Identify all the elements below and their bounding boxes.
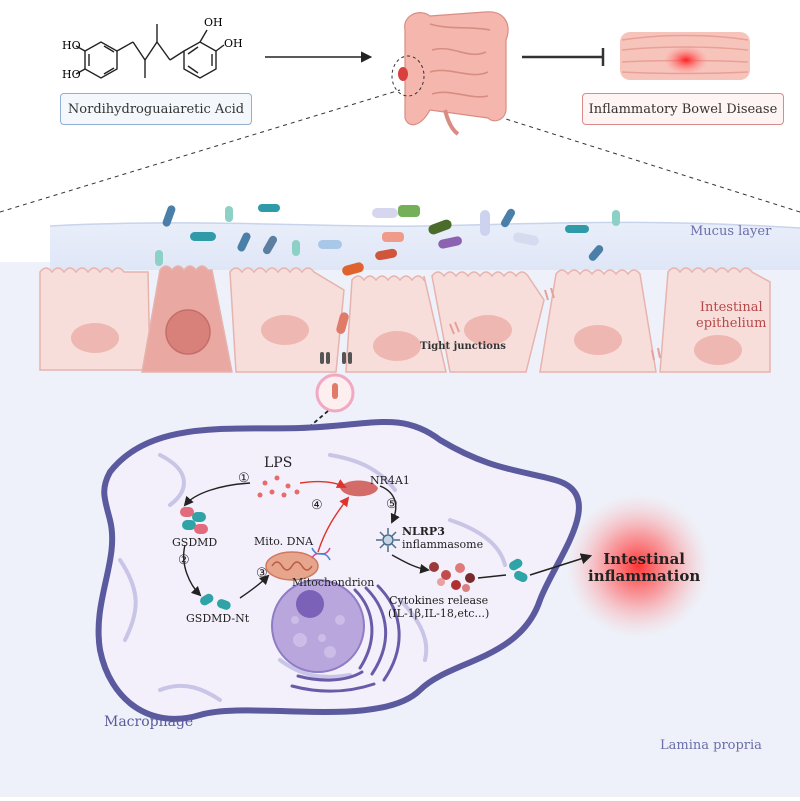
epithelial-cell: [659, 267, 771, 373]
epithelial-cell: [539, 269, 657, 373]
compound-label-box: Nordihydroguaiaretic Acid: [60, 93, 252, 125]
lps-label: LPS: [264, 455, 293, 471]
epithelium-label: Intestinal epithelium: [696, 300, 767, 331]
epithelial-cell: [345, 275, 447, 373]
cytokine-particles: [429, 562, 475, 592]
nr4a1-protein: [340, 480, 378, 497]
mito-dna-helix: [311, 547, 331, 561]
bacterium-zoom: [332, 383, 338, 399]
cytoskeleton: [118, 453, 507, 702]
epithelial-cell: [39, 267, 151, 371]
gsdmd-pore: [509, 558, 528, 583]
step-5-label: ⑤: [386, 497, 398, 512]
epithelial-cell: [431, 271, 545, 373]
macrophage-cell: [95, 418, 582, 722]
step-2-label: ②: [178, 553, 190, 568]
nlrp3-label: NLRP3 inflammasome: [402, 525, 484, 551]
gsdmd-nt-label: GSDMD-Nt: [186, 612, 250, 625]
nr4a1-label: NR4A1: [370, 474, 410, 487]
hydroxyl-label: HO: [62, 68, 81, 81]
bacteria: [155, 204, 620, 334]
infected-epithelial-cell: [141, 265, 233, 373]
mito-dna-label: Mito. DNA: [254, 535, 314, 548]
intestinal-inflammation-label: Intestinal inflammation: [588, 550, 701, 585]
colon-icon: [391, 11, 509, 136]
mucus-layer-label: Mucus layer: [690, 224, 772, 239]
gsdmd-protein: [180, 507, 208, 534]
mitochondrion-label: Mitochondrion: [292, 576, 375, 589]
zoom-line-left: [0, 89, 401, 213]
tight-junctions-marks: [449, 287, 661, 361]
gsdmd-nt-protein: [200, 593, 231, 610]
epithelial-cell: [229, 267, 345, 373]
hydroxyl-label: HO: [62, 39, 81, 52]
zoom-top-fill: [0, 90, 800, 262]
pathway-arrows: [183, 479, 507, 599]
inflammation-glow: [566, 494, 710, 638]
macrophage-label: Macrophage: [104, 714, 194, 730]
epithelium: [39, 265, 771, 373]
inflamed-intestine-icon: [620, 32, 750, 80]
mucus-layer: [50, 222, 800, 270]
step-3-label: ③: [256, 566, 268, 581]
gsdmd-label: GSDMD: [172, 536, 218, 549]
disease-label-box: Inflammatory Bowel Disease: [582, 93, 784, 125]
hydroxyl-label: OH: [224, 37, 243, 50]
epithelial-receptors: [320, 352, 352, 364]
inflammation-arrow: [529, 553, 593, 576]
nucleus: [271, 579, 401, 693]
compound-label: Nordihydroguaiaretic Acid: [67, 101, 245, 117]
mitochondrion: [265, 551, 319, 581]
nlrp3-inflammasome-icon: [376, 528, 400, 552]
lamina-propria-label: Lamina propria: [660, 738, 762, 753]
step-1-label: ①: [238, 471, 250, 486]
tight-junctions-label: Tight junctions: [420, 341, 506, 352]
step-4-label: ④: [311, 498, 323, 513]
lps-particles: [257, 475, 300, 498]
ndga-structure: [75, 24, 225, 79]
hydroxyl-label: OH: [204, 16, 223, 29]
disease-label: Inflammatory Bowel Disease: [588, 101, 778, 117]
cytokines-label: Cytokines release (IL-1β,IL-18,etc...): [388, 594, 490, 620]
